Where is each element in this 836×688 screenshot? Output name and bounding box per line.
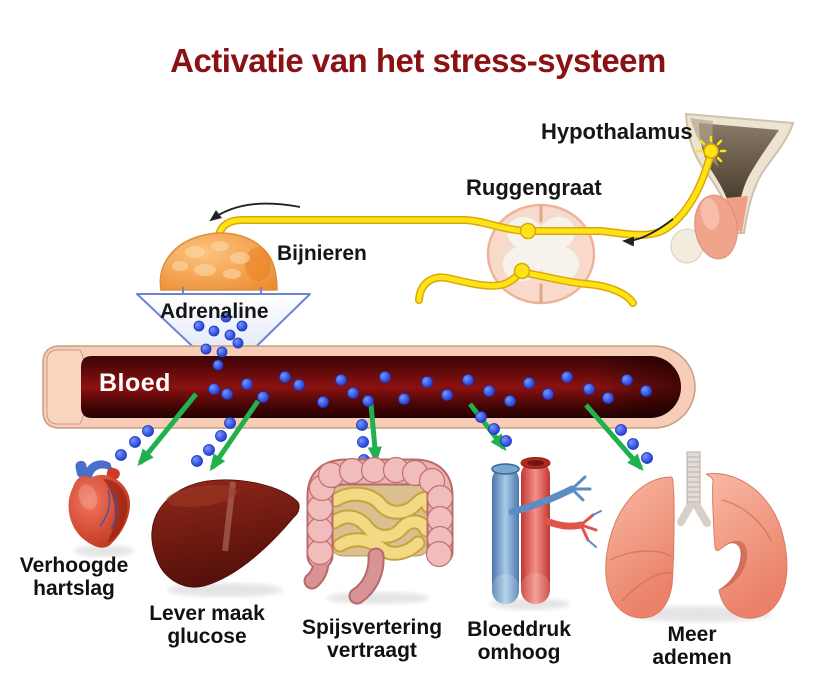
hypothalamus-label: Hypothalamus <box>541 119 693 144</box>
nerve-synapse-dots <box>513 143 719 280</box>
liver-caption-line1: Lever maak <box>149 602 265 625</box>
adrenaline-label: Adrenaline <box>160 300 269 323</box>
heart-illustration <box>68 460 134 557</box>
heart-caption-line1: Verhoogde <box>19 554 129 577</box>
lungs-illustration <box>605 451 788 622</box>
adrenaline-dots <box>115 311 653 467</box>
blood-pressure-caption-line2: omhoog <box>477 641 561 664</box>
lungs-caption: Meer ademen <box>617 623 767 669</box>
heart-caption: Verhoogde hartslag <box>0 554 149 600</box>
adrenal-glands-label: Bijnieren <box>277 242 367 265</box>
spinal-cord-label: Ruggengraat <box>466 175 602 200</box>
nerve-fibers <box>214 135 727 307</box>
adrenal-gland-illustration <box>159 232 278 291</box>
blood-pressure-caption: Bloeddruk omhoog <box>444 618 594 664</box>
lungs-caption-line2: ademen <box>652 646 732 669</box>
intestines-caption-line1: Spijsvertering <box>301 616 443 639</box>
liver-caption-line2: glucose <box>167 625 247 648</box>
adrenaline-funnel <box>136 287 311 378</box>
lungs-caption-line1: Meer <box>667 623 717 646</box>
blood-vessel <box>42 345 696 429</box>
blood-label: Bloed <box>99 369 171 397</box>
liver-caption: Lever maak glucose <box>132 602 282 648</box>
page-title: Activatie van het stress-systeem <box>170 42 666 79</box>
heart-caption-line2: hartslag <box>33 577 115 600</box>
blood-pressure-caption-line1: Bloeddruk <box>467 618 571 641</box>
intestines-caption: Spijsvertering vertraagt <box>287 616 457 662</box>
effect-arrows <box>137 392 644 472</box>
liver-illustration <box>151 479 300 597</box>
blood-pressure-illustration <box>490 457 602 610</box>
signal-arrows <box>209 202 674 247</box>
intestines-caption-line2: vertraagt <box>327 639 417 662</box>
intestines-illustration <box>303 456 454 605</box>
